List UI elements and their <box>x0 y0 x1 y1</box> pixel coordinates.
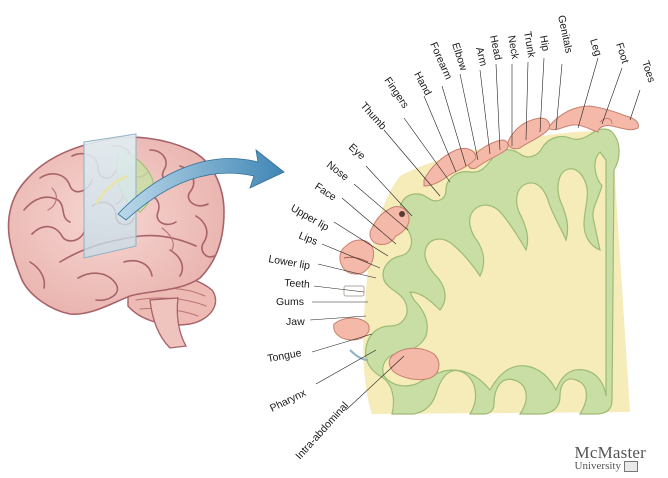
label-intra-abdominal: Intra-abdominal <box>293 400 351 462</box>
label-jaw: Jaw <box>286 316 305 328</box>
logo-name: McMaster <box>575 444 646 461</box>
mcmaster-logo: McMaster University <box>575 444 646 472</box>
label-trunk: Trunk <box>521 30 538 59</box>
label-thumb: Thumb <box>358 100 389 132</box>
label-face: Face <box>312 181 338 204</box>
label-hand: Hand <box>411 70 433 98</box>
label-genitals: Genitals <box>555 14 575 54</box>
crest-icon <box>624 461 638 472</box>
homunculus-leg <box>548 106 638 132</box>
label-lips: Lips <box>297 230 319 248</box>
label-tongue: Tongue <box>266 347 302 365</box>
label-leg: Leg <box>587 37 604 58</box>
label-neck: Neck <box>505 34 521 60</box>
label-arm: Arm <box>473 46 489 68</box>
label-teeth: Teeth <box>284 277 311 291</box>
label-head: Head <box>487 34 504 61</box>
label-lower-lip: Lower lip <box>267 253 311 272</box>
label-foot: Foot <box>613 41 631 65</box>
label-elbow: Elbow <box>449 41 469 72</box>
label-nose: Nose <box>324 159 351 184</box>
label-gums: Gums <box>276 296 304 308</box>
label-fingers: Fingers <box>382 75 412 111</box>
label-eye: Eye <box>346 141 368 162</box>
logo-sub: University <box>575 461 646 472</box>
label-hip: Hip <box>537 34 552 52</box>
label-upper-lip: Upper lip <box>289 202 332 233</box>
label-toes: Toes <box>639 59 657 84</box>
section-plane <box>84 134 136 258</box>
label-pharynx: Pharynx <box>268 387 309 415</box>
